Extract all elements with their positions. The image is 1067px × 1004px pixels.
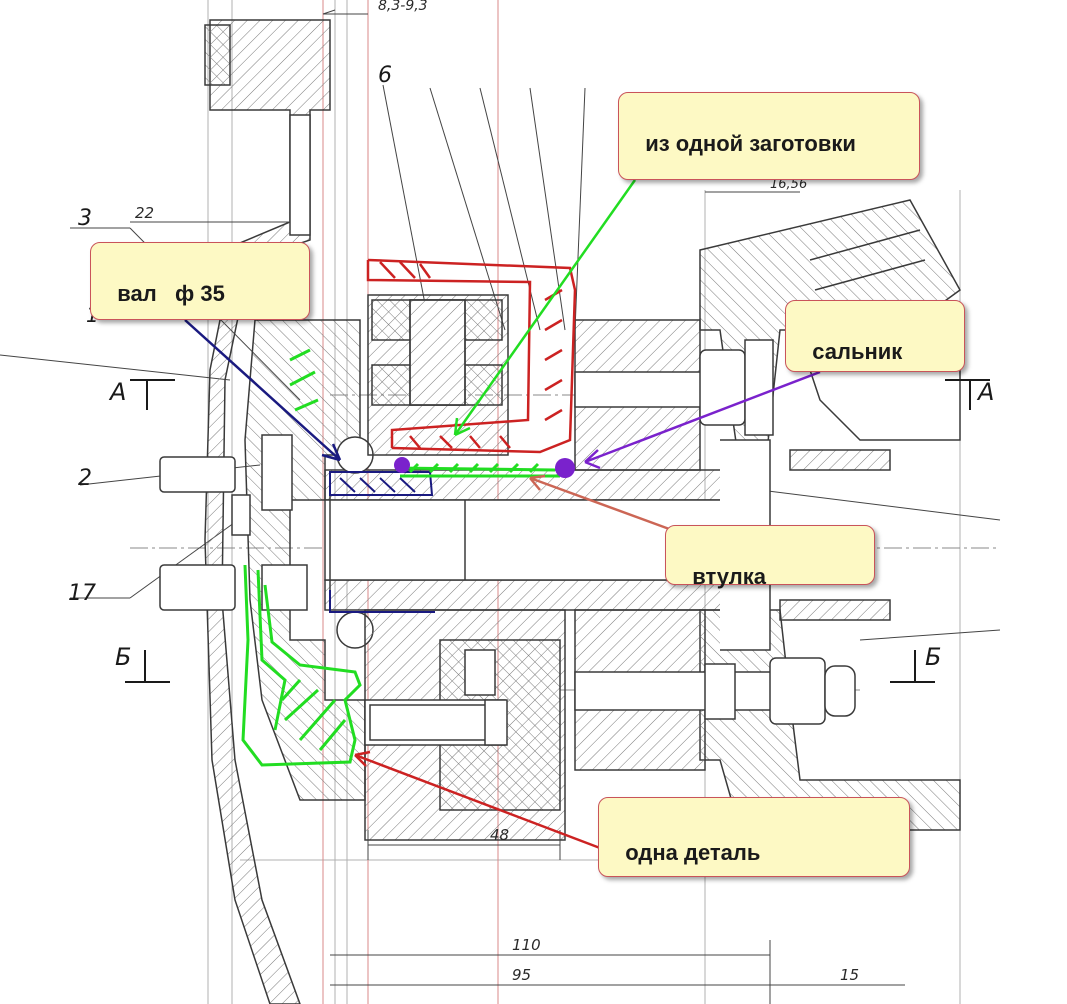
- section-marks: [125, 379, 990, 683]
- position-2: 2: [78, 466, 92, 491]
- upper-bearing-block: [367, 294, 509, 456]
- section-b-right: Б: [925, 643, 941, 671]
- callout-bushing: втулка: [665, 525, 875, 589]
- callout-bushing-text: втулка: [692, 564, 766, 589]
- hub-flange: [231, 319, 366, 801]
- section-a-left: А: [108, 378, 126, 406]
- drawing-text: 8,3-9,3 6 3 22 16,56 1 А А 2 17 Б Б 48 1…: [68, 0, 994, 984]
- callout-one-blank-text: из одной заготовки: [645, 131, 856, 156]
- dim-110: 110: [512, 936, 541, 954]
- callout-shaft: вал ф 35: [90, 242, 310, 320]
- callout-one-blank: из одной заготовки: [618, 92, 920, 180]
- dimension-lines: [130, 9, 905, 1004]
- callout-leaders: [184, 179, 821, 850]
- callout-seal: сальник: [785, 300, 965, 372]
- bottom-bolt: [369, 699, 508, 746]
- lower-right-bolt: [574, 657, 856, 725]
- callout-shaft-text: вал ф 35: [117, 281, 225, 306]
- section-b-left: Б: [115, 643, 131, 671]
- callout-seal-text: сальник: [812, 339, 903, 364]
- position-6: 6: [378, 63, 392, 88]
- dim-top: 8,3-9,3: [378, 0, 428, 14]
- red-markup: [366, 258, 577, 454]
- position-3: 3: [78, 206, 92, 231]
- left-bolts: [159, 456, 236, 611]
- dim-16-56: 16,56: [770, 177, 807, 192]
- green-markup: [241, 348, 560, 767]
- blue-markup: [329, 471, 435, 613]
- position-leaders: [0, 84, 1001, 641]
- seal-markers: [394, 457, 575, 478]
- dim-22: 22: [135, 204, 154, 222]
- dim-48: 48: [490, 826, 509, 844]
- callout-one-part: одна деталь: [598, 797, 910, 877]
- section-a-right: А: [976, 378, 994, 406]
- callout-one-part-text: одна деталь: [625, 840, 761, 865]
- dim-15: 15: [840, 966, 859, 984]
- position-17: 17: [68, 581, 96, 606]
- dim-95: 95: [512, 966, 531, 984]
